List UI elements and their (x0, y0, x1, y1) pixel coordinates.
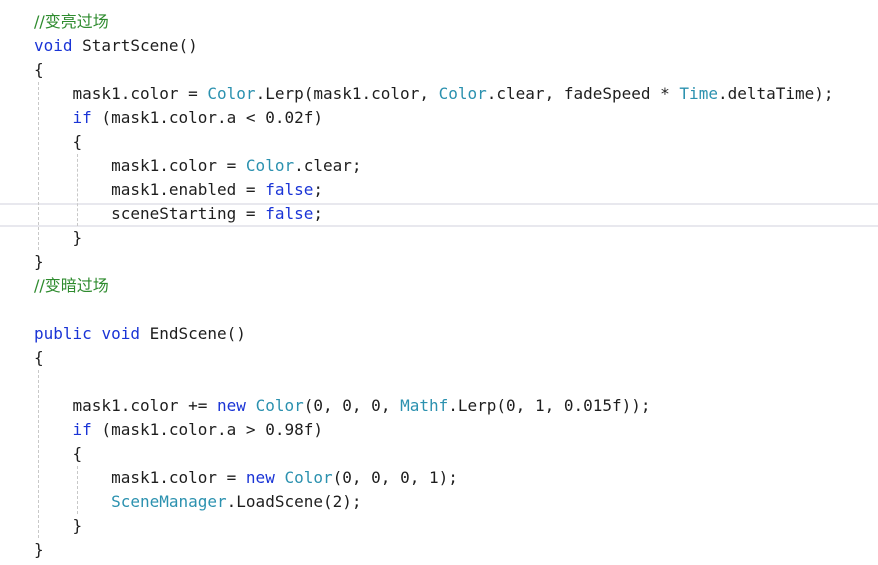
code-token-plain: mask1.enabled = (34, 180, 266, 199)
code-line[interactable]: } (34, 250, 44, 274)
code-line[interactable]: //变暗过场 (34, 274, 109, 298)
code-token-plain (246, 396, 256, 415)
code-token-plain (92, 324, 102, 343)
code-token-plain: (0, 0, 0, (303, 396, 401, 415)
code-line[interactable]: mask1.enabled = false; (34, 178, 323, 202)
indent-guide (76, 154, 78, 226)
code-token-plain (34, 420, 73, 439)
code-line[interactable]: if (mask1.color.a > 0.98f) (34, 418, 323, 442)
code-token-plain: } (34, 540, 44, 559)
code-token-plain: (mask1.color.a < 0.02f) (91, 108, 323, 127)
code-token-plain: { (34, 132, 83, 151)
code-token-plain: sceneStarting = (34, 204, 266, 223)
code-token-plain: mask1.color = (34, 84, 208, 103)
code-token-plain: .clear; (294, 156, 362, 175)
code-token-plain: mask1.color = (34, 156, 246, 175)
code-token-plain: { (34, 348, 44, 367)
code-token-plain (34, 108, 73, 127)
indent-guide (76, 466, 78, 514)
code-token-plain: (mask1.color.a > 0.98f) (91, 420, 323, 439)
code-line[interactable]: } (34, 226, 83, 250)
code-token-kw: if (72, 108, 92, 127)
code-token-kw: if (72, 420, 92, 439)
code-line[interactable]: { (34, 442, 83, 466)
code-token-plain: .Lerp(mask1.color, (255, 84, 439, 103)
code-line[interactable]: { (34, 58, 44, 82)
code-token-type: Color (245, 156, 295, 175)
code-token-plain: } (34, 228, 83, 247)
code-token-type: Color (438, 84, 487, 103)
code-token-kw: void (34, 36, 73, 55)
code-line[interactable]: } (34, 538, 44, 562)
code-token-type: Time (679, 84, 718, 103)
code-line[interactable]: SceneManager.LoadScene(2); (34, 490, 362, 514)
code-line[interactable]: mask1.color = Color.Lerp(mask1.color, Co… (34, 82, 834, 106)
indent-guide (38, 370, 39, 538)
code-line[interactable]: public void EndScene() (34, 322, 246, 346)
code-token-plain (34, 492, 111, 511)
code-token-plain: EndScene() (139, 324, 246, 343)
code-token-kw: false (265, 180, 314, 199)
code-line[interactable]: } (34, 514, 83, 538)
code-token-plain: mask1.color = (34, 468, 246, 487)
indent-guide (38, 82, 39, 250)
code-line[interactable]: { (34, 346, 44, 370)
code-line[interactable]: sceneStarting = false; (34, 202, 323, 226)
code-token-plain: .clear, fadeSpeed * (486, 84, 680, 103)
code-token-type: Color (207, 84, 256, 103)
code-token-plain: mask1.color += (34, 396, 218, 415)
code-line[interactable]: mask1.color = Color.clear; (34, 154, 362, 178)
code-line[interactable]: mask1.color = new Color(0, 0, 0, 1); (34, 466, 458, 490)
code-token-comment: //变亮过场 (34, 12, 109, 31)
code-token-plain: } (34, 252, 44, 271)
code-line[interactable]: void StartScene() (34, 34, 198, 58)
code-token-plain: } (34, 516, 83, 535)
code-token-type: Color (255, 396, 304, 415)
code-token-kw: void (101, 324, 140, 343)
code-token-comment: //变暗过场 (34, 276, 109, 295)
code-token-plain: { (34, 444, 83, 463)
code-line[interactable]: mask1.color += new Color(0, 0, 0, Mathf.… (34, 394, 651, 418)
code-line[interactable]: if (mask1.color.a < 0.02f) (34, 106, 323, 130)
code-token-plain: .Lerp(0, 1, 0.015f)); (448, 396, 651, 415)
current-line-highlight (0, 203, 878, 227)
code-token-plain: { (34, 60, 44, 79)
code-token-plain: .deltaTime); (717, 84, 834, 103)
code-token-plain: ; (313, 204, 323, 223)
code-line[interactable]: { (34, 130, 83, 154)
code-token-plain: StartScene() (72, 36, 198, 55)
code-token-plain: ; (313, 180, 323, 199)
code-token-kw: new (217, 396, 246, 415)
code-token-kw: false (265, 204, 314, 223)
code-token-type: SceneManager (111, 492, 227, 511)
code-token-kw: public (34, 324, 92, 343)
code-token-plain: .LoadScene(2); (226, 492, 362, 511)
code-line[interactable]: //变亮过场 (34, 10, 109, 34)
code-token-kw: new (245, 468, 275, 487)
code-token-type: Color (284, 468, 333, 487)
code-token-plain: (0, 0, 0, 1); (332, 468, 458, 487)
code-token-type: Mathf (400, 396, 449, 415)
